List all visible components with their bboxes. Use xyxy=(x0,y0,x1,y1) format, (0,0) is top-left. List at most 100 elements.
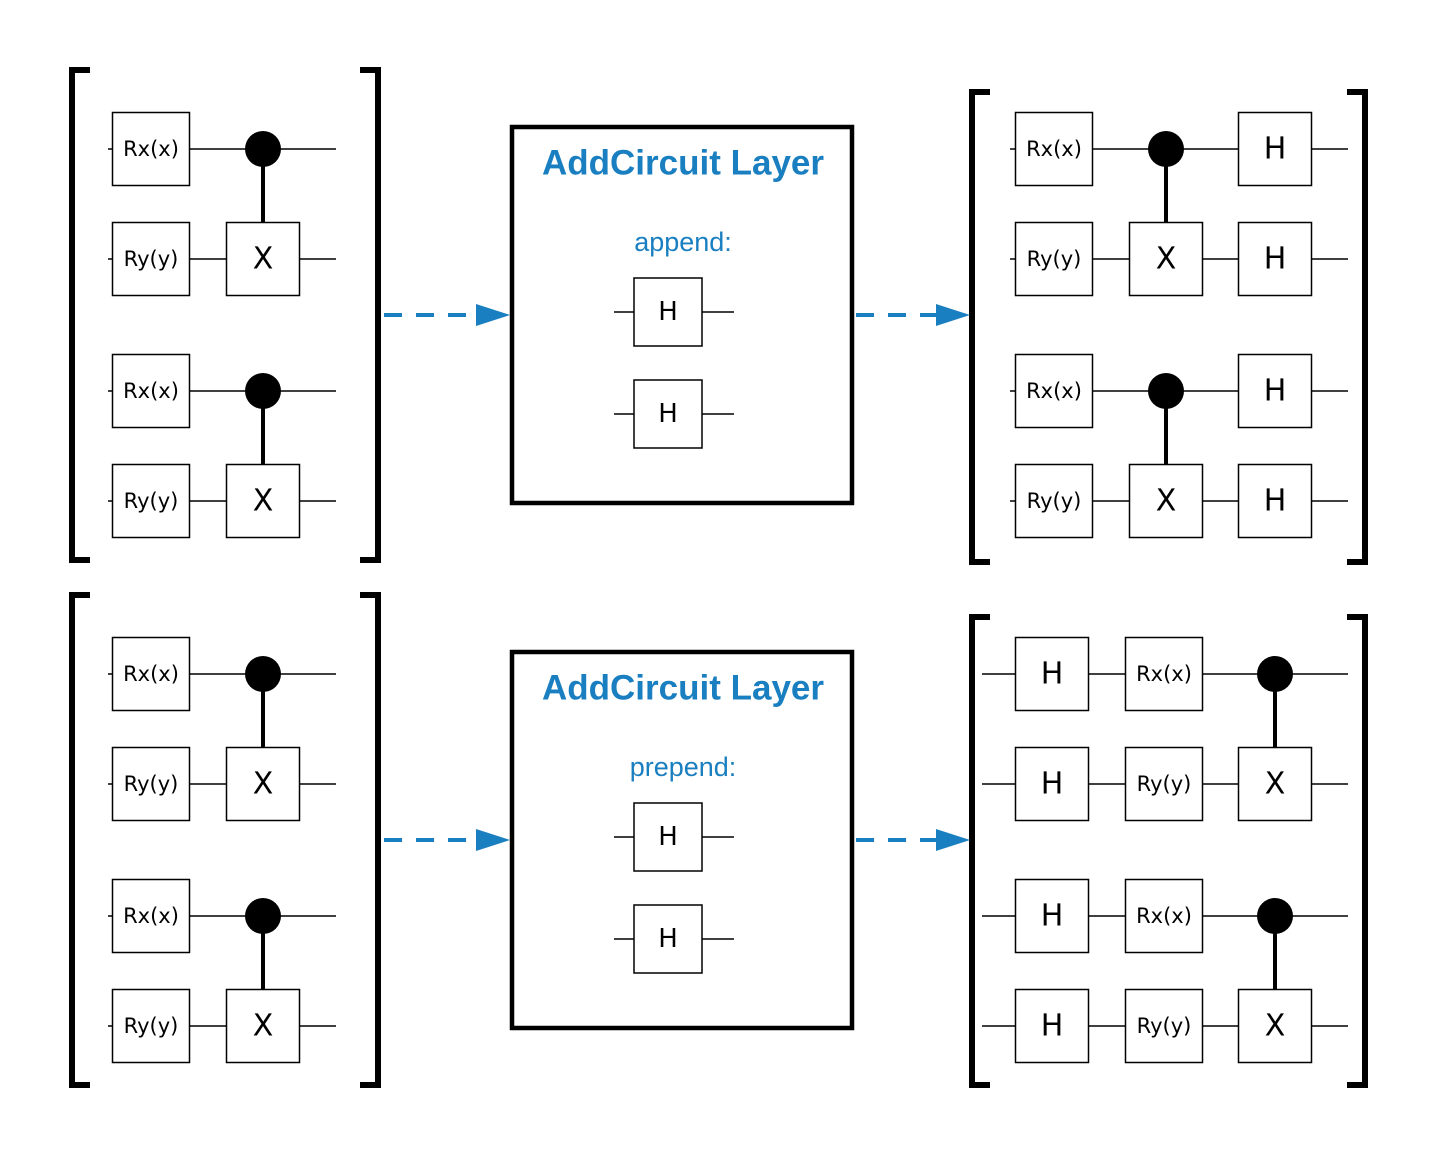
gate-box xyxy=(1128,221,1204,297)
arrow-head xyxy=(936,304,970,326)
gate-box xyxy=(1237,988,1313,1064)
gate-ryy: Ry(y) xyxy=(111,988,191,1064)
output-right-bracket xyxy=(1347,614,1368,1088)
gate-label: Ry(y) xyxy=(1137,1014,1192,1038)
gate-box xyxy=(633,904,703,974)
arrow-head xyxy=(476,829,510,851)
gate-rxx: Rx(x) xyxy=(111,878,191,954)
gate-label: Rx(x) xyxy=(123,662,179,686)
gate-box xyxy=(1128,463,1204,539)
gate-label: X xyxy=(253,484,274,519)
layer-gate-h: H xyxy=(633,802,703,872)
gate-h: H xyxy=(1237,111,1313,187)
gate-label: Ry(y) xyxy=(1027,247,1082,271)
gate-box xyxy=(225,988,301,1064)
gate-label: Ry(y) xyxy=(124,247,179,271)
gate-ryy: Ry(y) xyxy=(1014,463,1094,539)
gate-x: X xyxy=(1237,746,1313,822)
cnot-control-dot xyxy=(245,656,281,692)
gate-h: H xyxy=(1237,463,1313,539)
gate-label: X xyxy=(253,242,274,277)
gate-label: H xyxy=(1041,657,1064,692)
gate-label: X xyxy=(1265,1009,1286,1044)
gate-x: X xyxy=(1237,988,1313,1064)
gate-label: Rx(x) xyxy=(123,904,179,928)
gate-box xyxy=(1014,636,1090,712)
gate-box xyxy=(1237,463,1313,539)
arrow-to-layer xyxy=(384,304,510,326)
gate-box xyxy=(1124,636,1204,712)
gate-box xyxy=(111,746,191,822)
gate-label: H xyxy=(658,924,678,954)
gate-label: H xyxy=(1041,899,1064,934)
gate-box xyxy=(1014,111,1094,187)
gate-label: H xyxy=(1041,767,1064,802)
gate-rxx: Rx(x) xyxy=(111,353,191,429)
cnot-control-dot xyxy=(245,898,281,934)
gate-label: H xyxy=(1264,242,1287,277)
gate-box xyxy=(1237,221,1313,297)
gate-box xyxy=(1124,988,1204,1064)
gate-label: Ry(y) xyxy=(124,1014,179,1038)
cnot-control-dot xyxy=(245,373,281,409)
gate-box xyxy=(225,221,301,297)
gate-box xyxy=(1014,353,1094,429)
gate-box xyxy=(111,463,191,539)
gate-label: X xyxy=(1156,242,1177,277)
gate-h: H xyxy=(1014,636,1090,712)
gate-box xyxy=(1014,878,1090,954)
gate-label: X xyxy=(253,767,274,802)
gate-label: X xyxy=(253,1009,274,1044)
gate-box xyxy=(1014,463,1094,539)
gate-box xyxy=(1014,988,1090,1064)
gate-box xyxy=(111,111,191,187)
layer-gate-h: H xyxy=(633,379,703,449)
gate-label: H xyxy=(1264,374,1287,409)
cnot-control-dot xyxy=(1148,373,1184,409)
gate-rxx: Rx(x) xyxy=(1124,878,1204,954)
gate-h: H xyxy=(1237,221,1313,297)
layer-title: AddCircuit Layer xyxy=(542,669,824,708)
gate-rxx: Rx(x) xyxy=(111,111,191,187)
gate-label: Rx(x) xyxy=(1026,379,1082,403)
gate-box xyxy=(1237,353,1313,429)
gate-box xyxy=(111,878,191,954)
arrow-to-layer xyxy=(384,829,510,851)
gate-ryy: Ry(y) xyxy=(111,746,191,822)
arrow-to-output xyxy=(856,304,970,326)
output-left-bracket xyxy=(969,89,990,565)
arrow-head xyxy=(476,304,510,326)
input-right-bracket xyxy=(360,67,381,563)
gate-label: H xyxy=(1041,1009,1064,1044)
gate-h: H xyxy=(1237,353,1313,429)
gate-x: X xyxy=(1128,463,1204,539)
cnot-control-dot xyxy=(1257,656,1293,692)
gate-label: H xyxy=(658,399,678,429)
gate-x: X xyxy=(225,463,301,539)
gate-h: H xyxy=(1014,746,1090,822)
gate-x: X xyxy=(225,988,301,1064)
cnot-control-dot xyxy=(1257,898,1293,934)
gate-box xyxy=(1237,746,1313,822)
gate-label: H xyxy=(658,822,678,852)
gate-rxx: Rx(x) xyxy=(111,636,191,712)
input-left-bracket xyxy=(69,67,90,563)
gate-label: Ry(y) xyxy=(1137,772,1192,796)
gate-label: X xyxy=(1156,484,1177,519)
gate-x: X xyxy=(225,221,301,297)
gate-label: Rx(x) xyxy=(1136,904,1192,928)
layer-gate-h: H xyxy=(633,277,703,347)
gate-box xyxy=(633,277,703,347)
input-right-bracket xyxy=(360,592,381,1088)
cnot-control-dot xyxy=(1148,131,1184,167)
gate-ryy: Ry(y) xyxy=(1124,988,1204,1064)
gate-label: H xyxy=(1264,132,1287,167)
cnot-control-dot xyxy=(245,131,281,167)
gate-h: H xyxy=(1014,878,1090,954)
gate-box xyxy=(1124,746,1204,822)
